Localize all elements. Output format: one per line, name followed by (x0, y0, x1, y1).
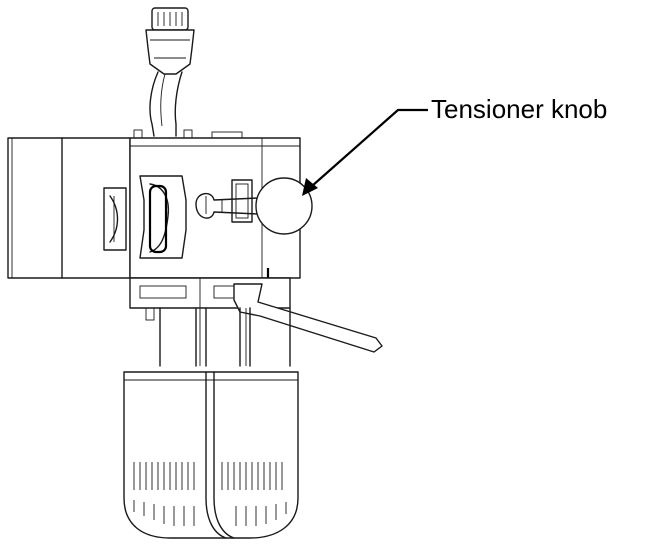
lower-housing (123, 371, 299, 539)
cable-stem (149, 71, 183, 137)
window-slot (139, 175, 187, 259)
vent-slots (133, 462, 287, 526)
callout-leader (302, 108, 428, 196)
tensioner-knob (255, 177, 313, 235)
left-housing (7, 137, 131, 279)
latch-mechanism (195, 179, 267, 223)
callout-label-tensioner-knob: Tensioner knob (431, 94, 608, 124)
release-lever (233, 283, 383, 353)
top-connector (145, 7, 195, 75)
shaft-columns (159, 307, 291, 367)
